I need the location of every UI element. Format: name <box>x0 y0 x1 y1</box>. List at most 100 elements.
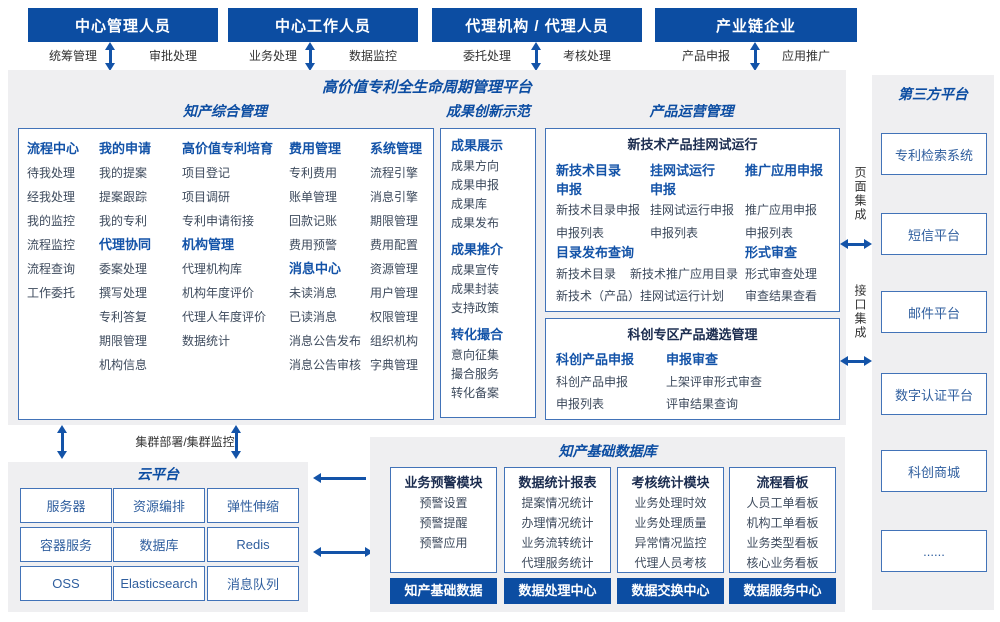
section-title-cloud: 云平台 <box>137 466 179 482</box>
menu-item: 未读消息 <box>289 286 338 300</box>
menu-item: 评审结果查询 <box>666 397 739 411</box>
menu-item: 代理机构库 <box>182 262 243 276</box>
group-title: 挂网试运行 <box>650 163 716 178</box>
menu-item: 消息引擎 <box>370 190 419 204</box>
arrow-left-icon <box>313 473 366 483</box>
group-title: 转化撮合 <box>451 327 504 342</box>
menu-item: 成果宣传 <box>451 263 500 277</box>
cloud-box-server: 服务器 <box>20 488 112 523</box>
menu-item: 委案处理 <box>99 262 148 276</box>
group-title: 业务预警模块 <box>404 475 483 490</box>
menu-item: 人员工单看板 <box>746 496 819 510</box>
role-group-center-staff: 中心工作人员 业务处理 数据监控 <box>228 8 418 66</box>
role-group-center-managers: 中心管理人员 统筹管理 审批处理 <box>28 8 218 66</box>
menu-item: 新技术目录申报 <box>556 203 641 217</box>
group-catalog-publish-query: 目录发布查询 新技术目录 新技术推广应用目录 新技术（产品）挂网试运行计划 <box>556 243 740 307</box>
column-my-application: 我的申请 我的提案 提案跟踪 我的专利 代理协同 委案处理 撰写处理 专利答复 … <box>99 137 151 377</box>
cloud-box-redis: Redis <box>207 527 299 562</box>
db-column-statistics-report: 数据统计报表 提案情况统计 办理情况统计 业务流转统计 代理服务统计 <box>504 467 611 573</box>
platform-panel: 高价值专利全生命周期管理平台 知产综合管理 流程中心 待我处理 经我处理 我的监… <box>8 70 846 425</box>
group-formal-review: 形式审查 形式审查处理 审查结果查看 <box>745 243 835 307</box>
platform-title: 高价值专利全生命周期管理平台 <box>321 79 532 96</box>
group-title: 推广应用申报 <box>745 163 824 178</box>
menu-item: 费用配置 <box>370 238 419 252</box>
group-title: 消息中心 <box>289 261 342 276</box>
menu-item: 业务类型看板 <box>746 536 819 550</box>
cloud-panel: 云平台 服务器 资源编排 弹性伸缩 容器服务 数据库 Redis OSS Ela… <box>8 462 308 612</box>
menu-item: 成果方向 <box>451 159 500 173</box>
cloud-box-message-queue: 消息队列 <box>207 566 299 601</box>
group-promotion-application: 推广应用申报 推广应用申报 申报列表 <box>745 161 835 245</box>
section-title-ip-mgmt: 知产综合管理 <box>183 103 267 119</box>
third-party-box-email: 邮件平台 <box>881 291 987 333</box>
menu-item: 机构信息 <box>99 358 148 372</box>
group-title-line2: 申报 <box>650 182 677 197</box>
menu-item: 期限管理 <box>370 214 419 228</box>
group-sci-product-application: 科创产品申报 科创产品申报 申报列表 <box>556 349 661 415</box>
section-title-database: 知产基础数据库 <box>558 443 657 459</box>
menu-item: 用户管理 <box>370 286 419 300</box>
menu-item: 字典管理 <box>370 358 419 372</box>
menu-item: 已读消息 <box>289 310 338 324</box>
group-title: 申报审查 <box>666 352 719 367</box>
menu-item: 资源管理 <box>370 262 419 276</box>
group-title: 成果推介 <box>451 242 504 257</box>
menu-item: 代理人年度评价 <box>182 310 267 324</box>
menu-item: 回款记账 <box>289 214 338 228</box>
menu-item: 预警提醒 <box>419 516 468 530</box>
menu-item: 业务处理时效 <box>634 496 707 510</box>
menu-item: 流程引擎 <box>370 166 419 180</box>
db-column-alert-module: 业务预警模块 预警设置 预警提醒 预警应用 <box>390 467 497 573</box>
role-group-enterprise: 产业链企业 产品申报 应用推广 <box>655 8 857 66</box>
menu-item: 待我处理 <box>27 166 76 180</box>
product-ops-box-trial: 新技术产品挂网试运行 新技术目录 申报 新技术目录申报 申报列表 挂网试运行 申… <box>545 128 840 312</box>
menu-item: 核心业务看板 <box>746 556 819 570</box>
menu-item: 专利答复 <box>99 310 148 324</box>
third-party-box-patent-search: 专利检索系统 <box>881 133 987 175</box>
menu-item: 意向征集 <box>451 348 500 362</box>
double-arrow-vertical-icon <box>750 42 760 71</box>
section-title-third-party: 第三方平台 <box>898 86 968 102</box>
menu-item: 我的监控 <box>27 214 76 228</box>
group-title: 新技术目录 <box>556 163 622 178</box>
menu-item: 权限管理 <box>370 310 419 324</box>
menu-item: 专利费用 <box>289 166 338 180</box>
section-title-achievement: 成果创新示范 <box>446 103 530 119</box>
cloud-box-database: 数据库 <box>113 527 205 562</box>
section-title-product-ops: 产品运营管理 <box>649 103 734 119</box>
api-integration-label: 接口集成 <box>853 284 867 340</box>
sub-box-title: 新技术产品挂网试运行 <box>627 137 758 152</box>
menu-item: 撮合服务 <box>451 367 500 381</box>
db-footer-basic-data: 知产基础数据 <box>390 578 497 604</box>
group-title: 成果展示 <box>451 138 504 153</box>
menu-item: 流程查询 <box>27 262 76 276</box>
menu-item: 工作委托 <box>27 286 76 300</box>
group-title: 费用管理 <box>289 141 342 156</box>
menu-item: 撰写处理 <box>99 286 148 300</box>
role-action-label: 统筹管理 <box>48 49 97 63</box>
cluster-label: 集群部署/集群监控 <box>135 435 235 449</box>
menu-item: 流程监控 <box>27 238 76 252</box>
menu-item: 形式审查处理 <box>745 267 818 281</box>
double-arrow-vertical-icon <box>305 42 315 71</box>
role-action-label: 数据监控 <box>349 49 398 63</box>
menu-item: 机构年度评价 <box>182 286 255 300</box>
column-patent-cultivation: 高价值专利培育 项目登记 项目调研 专利申请衔接 机构管理 代理机构库 机构年度… <box>182 137 273 353</box>
group-title: 机构管理 <box>182 237 235 252</box>
product-ops-box-selection: 科创专区产品遴选管理 科创产品申报 科创产品申报 申报列表 申报审查 上架评审形… <box>545 318 840 420</box>
third-party-box-digital-cert: 数字认证平台 <box>881 373 987 415</box>
menu-item: 预警应用 <box>419 536 468 550</box>
role-title: 代理机构 / 代理人员 <box>432 8 642 42</box>
menu-item: 提案情况统计 <box>521 496 594 510</box>
cloud-box-elasticsearch: Elasticsearch <box>113 566 205 601</box>
double-arrow-vertical-icon <box>57 425 67 459</box>
menu-item: 费用预警 <box>289 238 338 252</box>
menu-item: 新技术推广应用目录 <box>630 267 739 281</box>
group-title: 形式审查 <box>745 245 798 260</box>
menu-item: 挂网试运行申报 <box>650 203 735 217</box>
db-footer-data-exchange: 数据交换中心 <box>617 578 724 604</box>
achievement-box: 成果展示 成果方向 成果申报 成果库 成果发布 成果推介 成果宣传 成果封装 支… <box>440 128 536 418</box>
menu-item: 消息公告发布 <box>289 334 362 348</box>
cloud-box-autoscaling: 弹性伸缩 <box>207 488 299 523</box>
db-footer-data-service: 数据服务中心 <box>729 578 836 604</box>
